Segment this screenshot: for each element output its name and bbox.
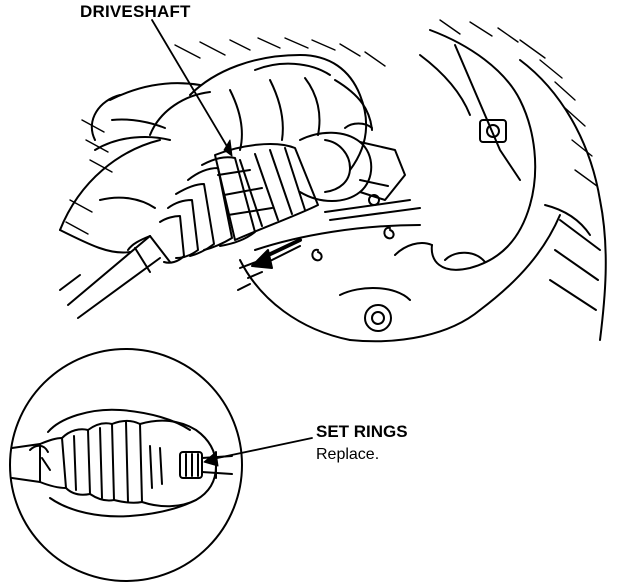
driveshaft-label: DRIVESHAFT <box>80 2 191 21</box>
set-rings-leader <box>203 437 313 467</box>
driveshaft <box>59 143 319 319</box>
flange-detail <box>299 122 406 206</box>
set-rings-label: SET RINGS <box>316 422 408 441</box>
transmission-case <box>239 29 607 343</box>
replace-note: Replace. <box>316 446 380 463</box>
hand-drawing <box>59 54 373 254</box>
detail-inset <box>9 348 243 582</box>
pull-arrow <box>237 238 302 291</box>
hatch-lines <box>65 19 598 235</box>
driveshaft-leader <box>151 19 233 157</box>
